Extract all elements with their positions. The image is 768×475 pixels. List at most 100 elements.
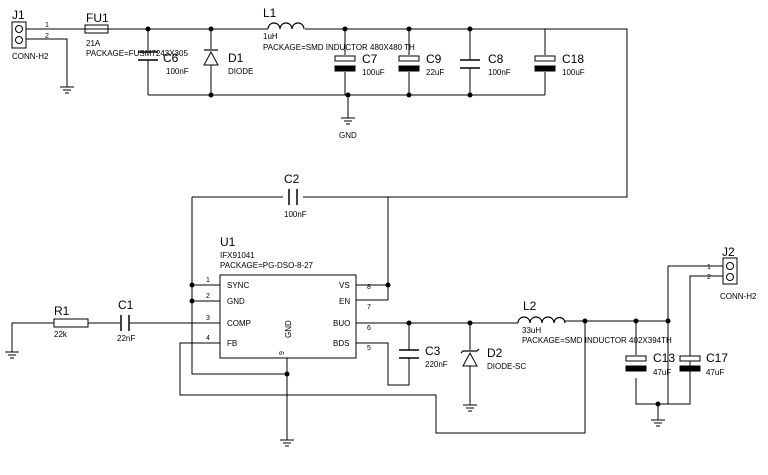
u1-pin-name: FB [227, 339, 237, 348]
fuse-fu1: FU1 21A PACKAGE=FUSM7243X305 [84, 11, 188, 58]
c18-value: 100uF [562, 68, 585, 77]
u1-value: IFX91041 [220, 251, 255, 260]
c13-value: 47uF [653, 368, 671, 377]
capacitor-c13: C13 47uF [625, 351, 675, 377]
u1-pin-num: 1 [206, 277, 210, 284]
fu1-ref: FU1 [86, 11, 109, 25]
inductor-l1: L1 1uH PACKAGE=SMD INDUCTOR 480X480 TH [263, 6, 415, 52]
wire-output-c13 [635, 266, 669, 405]
c9-ref: C9 [426, 52, 442, 66]
capacitor-icon [398, 55, 420, 62]
u1-pin-num: 5 [367, 345, 371, 352]
c6-ref: C6 [163, 51, 179, 65]
connector-j1: J1 1 2 CONN-H2 [11, 8, 49, 61]
junction-dot [467, 92, 473, 98]
capacitor-c2: C2 100nF [284, 172, 307, 219]
j1-value: CONN-H2 [12, 52, 49, 61]
capacitor-c3: C3 220nF [399, 344, 448, 369]
l2-ref: L2 [523, 299, 537, 313]
diode-d2: D2 DIODE-SC [460, 346, 526, 371]
wire-sync-left [191, 197, 287, 375]
resistor-icon [53, 318, 89, 328]
j1-ref: J1 [12, 8, 25, 22]
u1-pin-name: VS [339, 281, 350, 290]
inductor-icon [267, 22, 305, 30]
resistor-r1: R1 22k [53, 304, 89, 339]
wire-j1-pin2-gnd [35, 38, 68, 87]
junction-dot [655, 401, 661, 407]
connector-j2: J2 1 2 CONN-H2 [707, 245, 757, 301]
u1-pin-name: COMP [227, 319, 251, 328]
junction-dot [345, 92, 351, 98]
connector-pin-icon [726, 262, 734, 270]
u1-pin-name: EN [339, 297, 350, 306]
capacitor-icon [334, 55, 356, 62]
d2-ref: D2 [487, 346, 503, 360]
junctions [145, 26, 671, 407]
u1-pin-num: 3 [206, 315, 210, 322]
junction-dot [633, 318, 639, 324]
capacitor-c6: C6 100nF [138, 51, 189, 76]
inductor-icon [517, 316, 566, 324]
ground-icon [463, 404, 477, 412]
ground-icon: GND [339, 117, 357, 140]
c7-value: 100uF [362, 68, 385, 77]
ground-icon [651, 419, 665, 427]
junction-dot [208, 92, 214, 98]
capacitor-icon [534, 55, 556, 62]
u1-pin-name: BUO [333, 319, 350, 328]
junction-dot [284, 371, 290, 377]
u1-pin-name: GND [227, 297, 245, 306]
c9-value: 22uF [426, 68, 444, 77]
junction-dot [342, 26, 348, 32]
fu1-package: PACKAGE=FUSM7243X305 [86, 49, 188, 58]
gnd-label: GND [339, 131, 357, 140]
ic-u1: U1 IFX91041 PACKAGE=PG-DSO-8-27 1 SYNC 2… [206, 235, 371, 359]
j2-pin1-num: 1 [707, 264, 711, 271]
l1-value: 1uH [263, 32, 278, 41]
junction-dot [467, 320, 473, 326]
ground-icon [280, 439, 294, 447]
u1-ref: U1 [220, 235, 236, 249]
u1-pin-num: 2 [206, 293, 210, 300]
wire-fb-feedback [179, 321, 586, 434]
inductor-l2: L2 33uH PACKAGE=SMD INDUCTOR 402X394TH [517, 299, 672, 345]
l2-package: PACKAGE=SMD INDUCTOR 402X394TH [522, 336, 672, 345]
j1-pin1-num: 1 [45, 22, 49, 29]
j1-pin2-num: 2 [45, 33, 49, 40]
junction-dot [406, 26, 412, 32]
d2-value: DIODE-SC [487, 362, 526, 371]
capacitor-c1: C1 22nF [117, 298, 135, 343]
u1-pin-num: 8 [367, 284, 371, 291]
c18-ref: C18 [562, 52, 584, 66]
diode-d1: D1 DIODE [203, 49, 253, 76]
junction-dot [406, 320, 412, 326]
connector-pin-icon [15, 25, 23, 33]
diode-icon [462, 351, 478, 367]
ground-icon [60, 86, 74, 94]
junction-dot [189, 282, 195, 288]
wires [11, 28, 730, 440]
r1-ref: R1 [54, 304, 70, 318]
c2-value: 100nF [284, 210, 307, 219]
c17-ref: C17 [706, 351, 728, 365]
ic-body [219, 274, 357, 359]
u1-pin-num: 6 [367, 325, 371, 332]
capacitor-c18: C18 100uF [534, 52, 585, 77]
u1-pin-name: BDS [333, 339, 349, 348]
d1-ref: D1 [228, 51, 244, 65]
c7-ref: C7 [362, 52, 378, 66]
l2-value: 33uH [522, 326, 541, 335]
connector-pin-icon [726, 273, 734, 281]
diode-icon [203, 50, 219, 66]
capacitor-c17: C17 47uF [679, 351, 728, 377]
d1-value: DIODE [228, 67, 253, 76]
junction-dot [582, 318, 588, 324]
junction-dot [665, 318, 671, 324]
capacitor-c8: C8 100nF [460, 52, 511, 77]
u1-pin-num: 7 [367, 304, 371, 311]
c13-ref: C13 [653, 351, 675, 365]
ground-icon [5, 351, 19, 359]
connector-pin-icon [15, 36, 23, 44]
